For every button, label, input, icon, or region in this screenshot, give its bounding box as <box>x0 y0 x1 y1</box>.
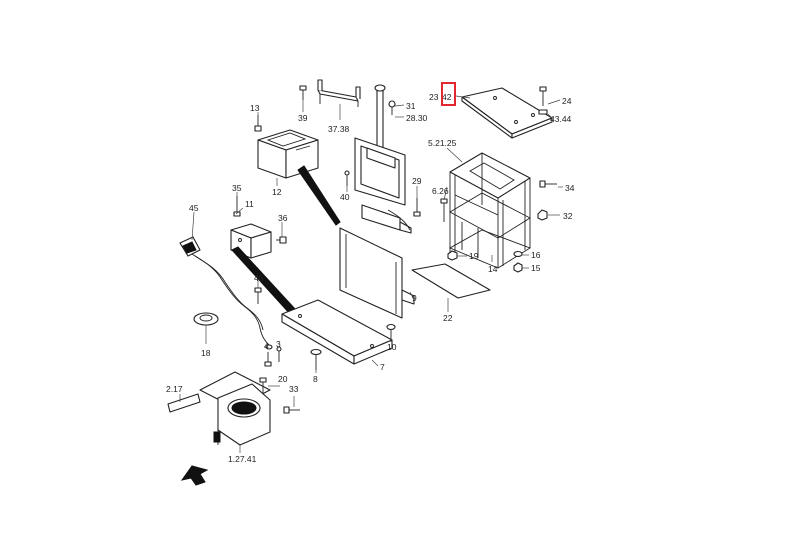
callout-34: 34 <box>565 183 575 193</box>
callout-33: 33 <box>289 384 299 394</box>
part-cylinder-unit <box>199 371 271 446</box>
highlight-box-part-42 <box>441 82 456 106</box>
callout-12: 12 <box>272 187 282 197</box>
bolt-39 <box>299 85 307 100</box>
part-cable <box>179 236 273 350</box>
bolt-3 <box>276 346 282 362</box>
bolt-24 <box>538 86 548 115</box>
callout-18: 18 <box>201 348 211 358</box>
leader-lines <box>179 95 563 453</box>
callout-28-30: 28.30 <box>406 113 428 123</box>
bolt-4 <box>264 352 272 367</box>
part-round-cover <box>193 312 219 326</box>
callout-45: 45 <box>189 203 199 213</box>
nut-32 <box>537 209 548 221</box>
part-bracket <box>317 79 361 107</box>
callout-22: 22 <box>443 313 453 323</box>
callout-16: 16 <box>531 250 541 260</box>
callout-7: 7 <box>380 362 385 372</box>
callout-6-26: 6.26 <box>432 186 449 196</box>
callout-23: 23 <box>429 92 439 102</box>
callout-31: 31 <box>406 101 416 111</box>
callout-42: 42 <box>442 92 452 102</box>
bolt-31 <box>388 100 396 115</box>
bolt-20 <box>259 377 267 394</box>
bolt-29 <box>413 198 421 217</box>
callout-36: 36 <box>278 213 288 223</box>
callout-10: 10 <box>387 342 397 352</box>
part-seat-base <box>281 299 393 365</box>
callout-43-44: 43.44 <box>550 114 572 124</box>
callout-35: 35 <box>232 183 242 193</box>
callout-8: 8 <box>313 374 318 384</box>
part-top-plate <box>461 87 553 139</box>
callout-1-27-41: 1.27.41 <box>228 454 257 464</box>
callout-15: 15 <box>531 263 541 273</box>
callout-46: 46 <box>254 273 264 283</box>
part-seat-back-frame <box>354 84 412 234</box>
callout-13: 13 <box>250 103 260 113</box>
part-seat-backrest <box>339 227 415 319</box>
callout-37-38: 37.38 <box>328 124 350 134</box>
bolt-33 <box>283 406 300 414</box>
callout-3: 3 <box>276 339 281 349</box>
part-mat <box>411 263 491 299</box>
nut-15 <box>513 262 523 273</box>
callout-labels: 13 39 37.38 31 28.30 23 42 24 43.44 5.21… <box>166 92 575 464</box>
orientation-arrow-icon <box>180 465 209 486</box>
bolt-8 <box>310 348 322 370</box>
callout-2-17: 2.17 <box>166 384 183 394</box>
nut-19 <box>447 250 458 261</box>
bolt-6-26 <box>440 198 448 222</box>
callout-11: 11 <box>245 199 254 209</box>
bolt-35 <box>233 196 241 217</box>
callout-14: 14 <box>488 264 498 274</box>
callout-24: 24 <box>562 96 572 106</box>
bolt-36 <box>276 236 287 244</box>
callout-5-21-25: 5.21.25 <box>428 138 457 148</box>
callout-32: 32 <box>563 211 573 221</box>
bolt-34 <box>539 180 557 188</box>
part-box-12 <box>257 129 319 179</box>
washer-16 <box>513 250 523 258</box>
part-strip-2-17 <box>167 393 201 413</box>
callout-29: 29 <box>412 176 422 186</box>
callout-20: 20 <box>278 374 288 384</box>
bolt-10 <box>386 323 396 340</box>
part-frame <box>448 152 532 269</box>
bolt-13 <box>254 115 262 132</box>
callout-4: 4 <box>264 341 269 351</box>
bolt-46 <box>254 287 262 304</box>
callout-19: 19 <box>469 251 479 261</box>
bolt-40 <box>344 170 350 186</box>
callout-40: 40 <box>340 192 350 202</box>
callout-39: 39 <box>298 113 308 123</box>
callout-9: 9 <box>412 293 417 303</box>
